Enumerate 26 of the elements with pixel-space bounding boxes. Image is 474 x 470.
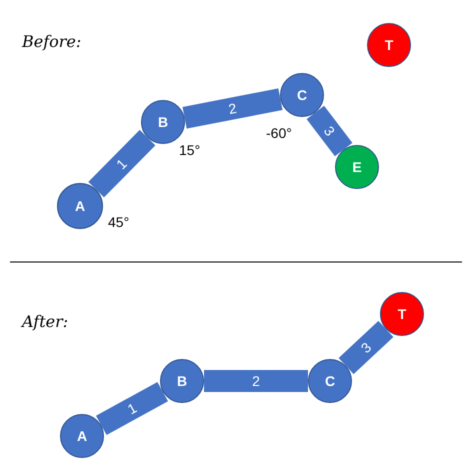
arm-link xyxy=(96,382,168,436)
edge-label: 3 xyxy=(320,123,338,139)
edge-label: 1 xyxy=(124,400,140,418)
arm-link xyxy=(338,320,394,374)
panel-heading: Before: xyxy=(22,32,82,51)
joint-circle: C xyxy=(280,73,324,117)
joint-circle: T xyxy=(367,23,411,67)
joint-circle: C xyxy=(308,359,352,403)
angle-label: -60° xyxy=(266,125,292,141)
joint-circle: E xyxy=(335,145,379,189)
angle-label: 45° xyxy=(108,214,130,230)
edge-label: 2 xyxy=(252,373,260,389)
joint-circle: A xyxy=(60,414,104,458)
angle-label: 15° xyxy=(179,142,200,158)
edge-label: 3 xyxy=(358,339,374,356)
edge-label: 1 xyxy=(113,156,130,172)
edge-label: 2 xyxy=(227,100,238,118)
arm-link xyxy=(204,370,308,392)
panel-heading: After: xyxy=(22,312,68,331)
joint-circle: A xyxy=(57,183,103,229)
arm-link xyxy=(88,130,156,198)
joint-circle: B xyxy=(160,359,204,403)
arm-link xyxy=(306,106,352,156)
joint-circle: T xyxy=(380,292,424,336)
joint-circle: B xyxy=(141,100,185,144)
arm-link xyxy=(182,88,282,129)
